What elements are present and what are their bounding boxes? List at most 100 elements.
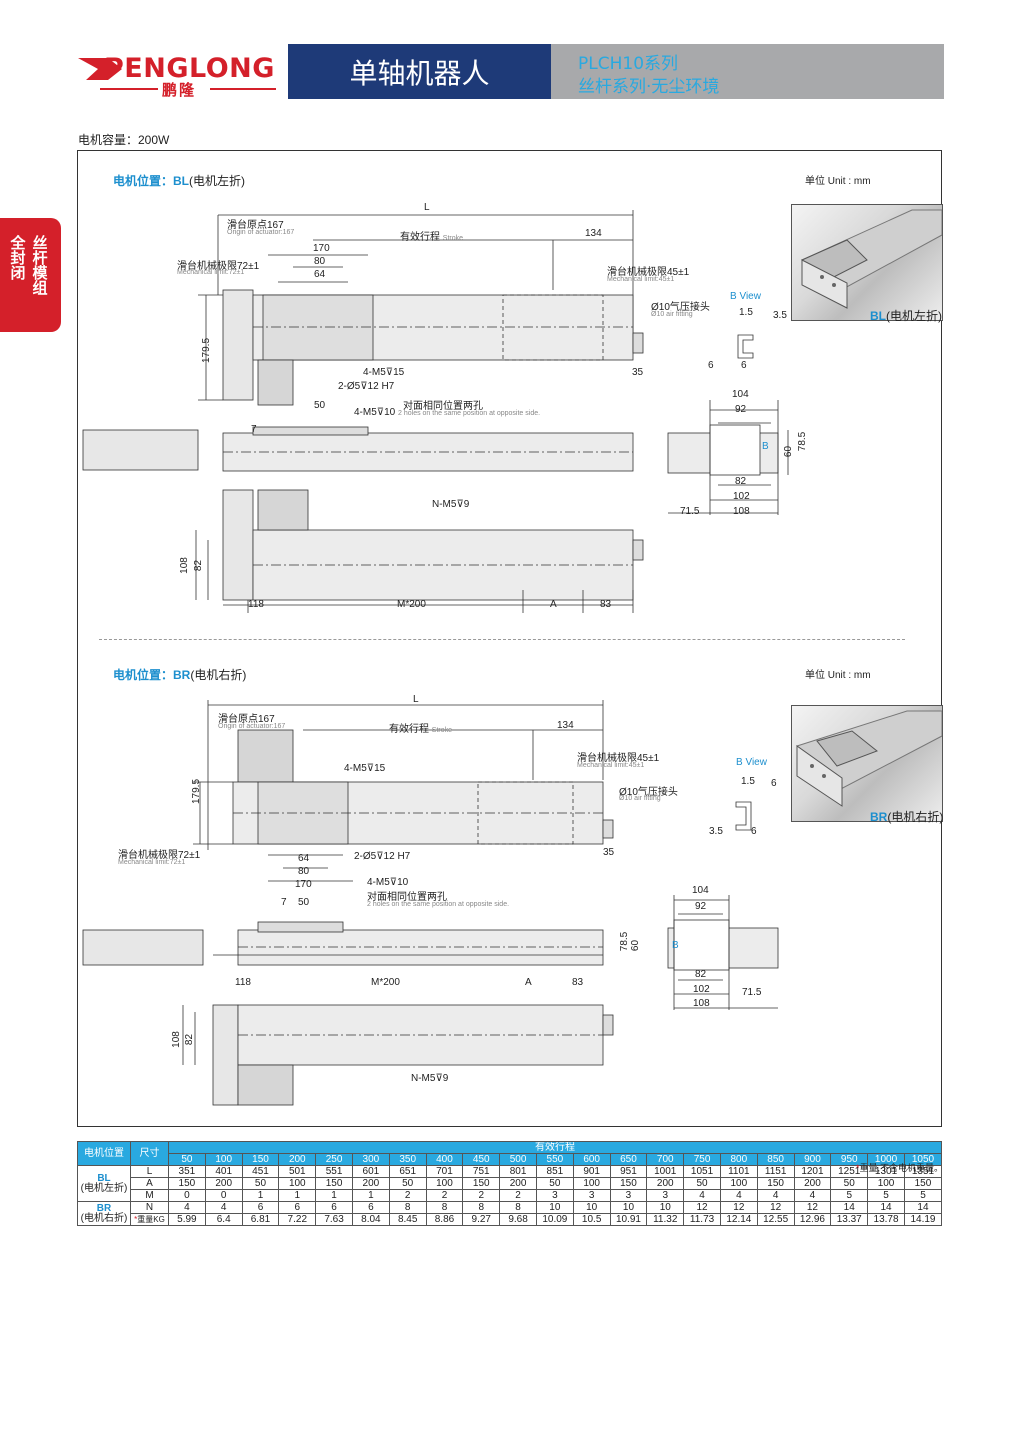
header-stroke-value: 500 bbox=[499, 1153, 537, 1166]
table-cell: 12.14 bbox=[719, 1213, 758, 1226]
br-dim-A: A bbox=[525, 977, 532, 988]
table-cell: 9.27 bbox=[462, 1213, 501, 1226]
bl-dim-64: 64 bbox=[314, 269, 326, 280]
table-cell: 3 bbox=[646, 1189, 685, 1202]
table-cell: 14 bbox=[903, 1201, 943, 1214]
series-line2: 丝杆系列·无尘环境 bbox=[578, 77, 720, 97]
table-cell: 401 bbox=[204, 1165, 243, 1178]
bl-air-cn: Ø10气压接头 bbox=[651, 302, 710, 313]
header-stroke-value: 850 bbox=[756, 1153, 795, 1166]
table-cell: 4 bbox=[683, 1189, 721, 1202]
br-dim-170: 170 bbox=[295, 879, 312, 890]
header-stroke-value: 600 bbox=[572, 1153, 611, 1166]
bl-product-photo bbox=[791, 204, 943, 321]
table-cell: 10 bbox=[572, 1201, 611, 1214]
table-cell: 8.86 bbox=[425, 1213, 464, 1226]
bl-dim-m200: M*200 bbox=[397, 599, 426, 610]
table-cell: 150 bbox=[462, 1177, 501, 1190]
br-n-m5: N-M5⊽9 bbox=[411, 1073, 449, 1084]
bl-dim-3-5: 3.5 bbox=[773, 310, 787, 321]
table-cell: 100 bbox=[867, 1177, 905, 1190]
motor-capacity: 电机容量：200W bbox=[78, 133, 170, 147]
table-cell: 12 bbox=[793, 1201, 832, 1214]
header-stroke-value: 200 bbox=[278, 1153, 317, 1166]
br-dim-7: 7 bbox=[281, 897, 287, 908]
bl-n-m5: N-M5⊽9 bbox=[432, 499, 470, 510]
br-mech-left-cn: 滑台机械极限72±1 bbox=[118, 850, 201, 861]
br-opp-cn: 对面相同位置两孔 bbox=[367, 892, 447, 903]
section-divider bbox=[99, 639, 905, 640]
table-cell: 10 bbox=[535, 1201, 574, 1214]
br-mech-right-en: Mechanical limit:45±1 bbox=[577, 762, 645, 769]
table-cell: 601 bbox=[351, 1165, 390, 1178]
table-cell: 6 bbox=[241, 1201, 280, 1214]
br-dim-6a: 6 bbox=[771, 778, 777, 789]
br-dim-1-5: 1.5 bbox=[741, 776, 755, 787]
table-cell: 6.81 bbox=[241, 1213, 280, 1226]
br-dim-71-5: 71.5 bbox=[742, 987, 762, 998]
row-key: M bbox=[130, 1189, 169, 1202]
table-cell: 501 bbox=[278, 1165, 317, 1178]
section-bl-unit: 单位 Unit : mm bbox=[805, 176, 871, 187]
table-cell: 1201 bbox=[793, 1165, 832, 1178]
br-dim-64: 64 bbox=[298, 853, 310, 864]
br-pin: 2-Ø5⊽12 H7 bbox=[354, 851, 411, 862]
table-cell: 12.96 bbox=[793, 1213, 832, 1226]
header-stroke: 有效行程 bbox=[168, 1141, 942, 1154]
table-cell: 150 bbox=[168, 1177, 206, 1190]
table-cell: 12 bbox=[756, 1201, 795, 1214]
table-cell: 651 bbox=[388, 1165, 427, 1178]
table-cell: 12 bbox=[719, 1201, 758, 1214]
header-stroke-value: 950 bbox=[830, 1153, 869, 1166]
bl-origin-cn: 滑台原点167 bbox=[227, 220, 284, 231]
drawing-frame bbox=[77, 150, 942, 1127]
table-cell: 4 bbox=[168, 1201, 206, 1214]
bl-dim-50: 50 bbox=[314, 400, 326, 411]
br-dim-m200: M*200 bbox=[371, 977, 400, 988]
table-cell: 2 bbox=[462, 1189, 501, 1202]
br-dim-104: 104 bbox=[692, 885, 709, 896]
table-cell: 751 bbox=[462, 1165, 501, 1178]
table-cell: 5 bbox=[903, 1189, 943, 1202]
bl-pin: 2-Ø5⊽12 H7 bbox=[338, 381, 395, 392]
header-stroke-value: 1050 bbox=[903, 1153, 943, 1166]
series-banner bbox=[551, 44, 944, 99]
table-cell: 6.4 bbox=[204, 1213, 243, 1226]
table-cell: 1 bbox=[278, 1189, 317, 1202]
br-product-photo bbox=[791, 705, 943, 822]
br-m5-10: 4-M5⊽10 bbox=[367, 877, 409, 888]
table-cell: 801 bbox=[499, 1165, 537, 1178]
table-cell: 8 bbox=[462, 1201, 501, 1214]
header-stroke-value: 900 bbox=[793, 1153, 832, 1166]
logo-mark bbox=[78, 58, 122, 80]
br-dim-108v: 108 bbox=[170, 1031, 182, 1048]
table-cell: 150 bbox=[609, 1177, 648, 1190]
bl-dim-170: 170 bbox=[313, 243, 330, 254]
logo-rule-left bbox=[100, 88, 158, 90]
table-cell: 100 bbox=[278, 1177, 317, 1190]
br-dim-80: 80 bbox=[298, 866, 310, 877]
table-cell: 200 bbox=[646, 1177, 685, 1190]
bl-dim-118: 118 bbox=[248, 599, 264, 610]
bl-b-marker: B bbox=[762, 441, 769, 452]
header-stroke-value: 50 bbox=[168, 1153, 206, 1166]
bl-dim-83: 83 bbox=[600, 599, 612, 610]
row-key: A bbox=[130, 1177, 169, 1190]
table-cell: 1051 bbox=[683, 1165, 721, 1178]
br-dim-92: 92 bbox=[695, 901, 707, 912]
br-air-en: Ø10 air fitting bbox=[619, 795, 661, 802]
bl-dim-108v: 108 bbox=[178, 557, 190, 574]
br-dim-35: 35 bbox=[603, 847, 615, 858]
product-title: 单轴机器人 bbox=[288, 44, 551, 99]
table-cell: 1 bbox=[315, 1189, 353, 1202]
bl-dim-1-5: 1.5 bbox=[739, 307, 753, 318]
section-br-title: 电机位置：BR(电机右折) bbox=[113, 668, 247, 682]
bl-dim-80: 80 bbox=[314, 256, 326, 267]
bl-dim-6b: 6 bbox=[741, 360, 747, 371]
table-cell: 11.73 bbox=[683, 1213, 721, 1226]
br-dim-6b: 6 bbox=[751, 826, 757, 837]
table-cell: 951 bbox=[609, 1165, 648, 1178]
header-stroke-value: 750 bbox=[683, 1153, 721, 1166]
